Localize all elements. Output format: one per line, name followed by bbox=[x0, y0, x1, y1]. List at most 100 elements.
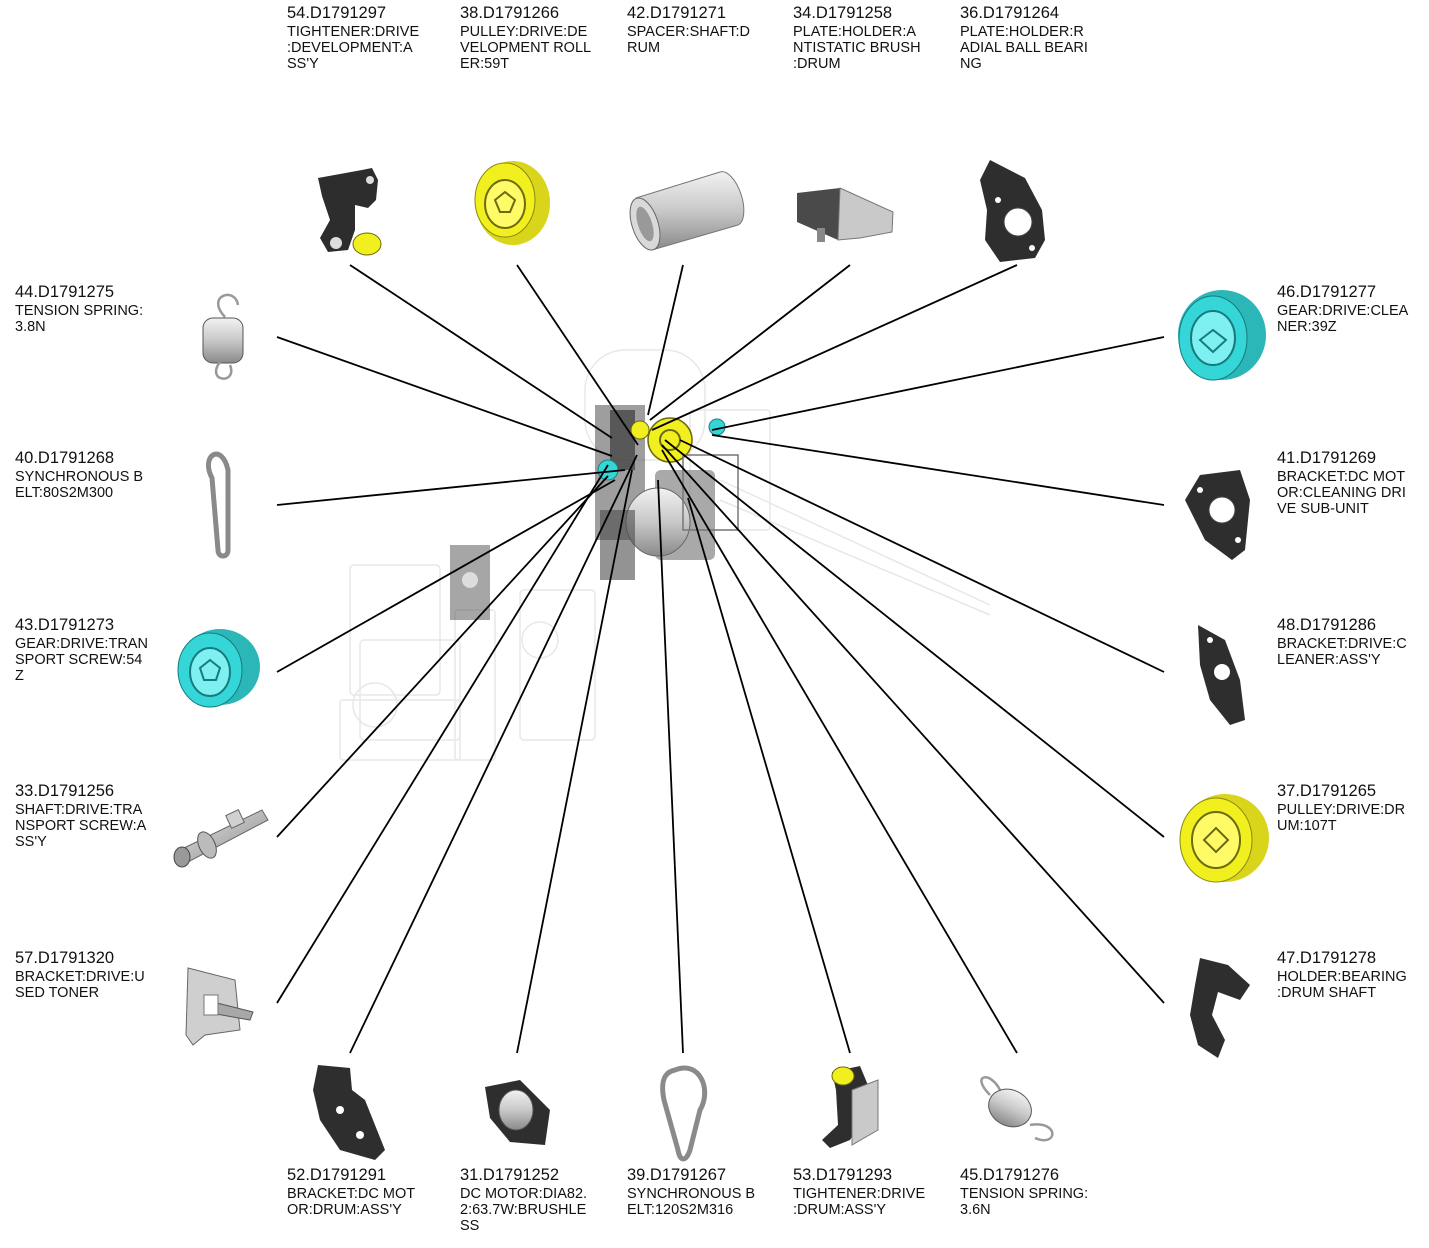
part-description: HOLDER:BEARING :DRUM SHAFT bbox=[1277, 968, 1407, 1001]
part-number: 40.D1791268 bbox=[15, 450, 115, 467]
part-number: 46.D1791277 bbox=[1277, 284, 1377, 301]
leader-line-p52 bbox=[349, 454, 638, 1054]
leader-line-p34 bbox=[649, 264, 851, 421]
part-description: SHAFT:DRIVE:TRA NSPORT SCREW:A SS'Y bbox=[15, 801, 147, 850]
part-number: 52.D1791291 bbox=[287, 1167, 387, 1184]
part-number: 53.D1791293 bbox=[793, 1167, 893, 1184]
part-41-bracket-icon bbox=[1185, 470, 1250, 560]
part-number: 38.D1791266 bbox=[460, 5, 560, 22]
part-53-tightener-icon bbox=[822, 1066, 879, 1148]
part-number: 45.D1791276 bbox=[960, 1167, 1060, 1184]
part-34-plate-icon bbox=[797, 187, 894, 242]
part-description: GEAR:DRIVE:TRAN SPORT SCREW:54 Z bbox=[15, 635, 148, 684]
part-36-plate-icon bbox=[980, 160, 1045, 262]
leader-line-p54 bbox=[349, 264, 613, 439]
part-43-gear-icon bbox=[177, 629, 260, 708]
part-description: SYNCHRONOUS B ELT:80S2M300 bbox=[15, 468, 144, 501]
leader-line-p43 bbox=[276, 479, 616, 673]
part-42-spacer-icon bbox=[629, 171, 745, 251]
part-description: PLATE:HOLDER:R ADIAL BALL BEARI NG bbox=[960, 23, 1088, 72]
part-number: 31.D1791252 bbox=[460, 1167, 560, 1184]
part-number: 54.D1791297 bbox=[287, 5, 387, 22]
leader-line-p33 bbox=[276, 475, 609, 838]
part-description: PULLEY:DRIVE:DR UM:107T bbox=[1277, 801, 1406, 834]
leader-line-p42 bbox=[647, 264, 684, 416]
part-46-gear-icon bbox=[1178, 290, 1266, 381]
part-45-spring-icon bbox=[980, 1076, 1054, 1142]
part-number: 36.D1791264 bbox=[960, 5, 1060, 22]
part-number: 37.D1791265 bbox=[1277, 783, 1377, 800]
part-description: DC MOTOR:DIA82. 2:63.7W:BRUSHLE SS bbox=[460, 1185, 588, 1234]
part-description: BRACKET:DRIVE:C LEANER:ASS'Y bbox=[1277, 635, 1407, 668]
part-description: SYNCHRONOUS B ELT:120S2M316 bbox=[627, 1185, 756, 1218]
leader-line-p57 bbox=[276, 464, 609, 1004]
leader-lines bbox=[276, 264, 1165, 1054]
part-description: BRACKET:DRIVE:U SED TONER bbox=[15, 968, 145, 1001]
part-47-holder-icon bbox=[1190, 958, 1250, 1058]
part-description: GEAR:DRIVE:CLEA NER:39Z bbox=[1277, 302, 1409, 335]
part-number: 33.D1791256 bbox=[15, 783, 115, 800]
leader-line-p36 bbox=[651, 264, 1018, 431]
part-number: 41.D1791269 bbox=[1277, 450, 1377, 467]
part-description: PULLEY:DRIVE:DE VELOPMENT ROLL ER:59T bbox=[460, 23, 592, 72]
central-drive-assembly bbox=[450, 405, 739, 620]
leader-line-p39 bbox=[657, 479, 684, 1054]
leader-line-p46 bbox=[711, 336, 1165, 431]
part-number: 44.D1791275 bbox=[15, 284, 115, 301]
part-description: TENSION SPRING: 3.8N bbox=[15, 302, 144, 335]
part-54-tightener-icon bbox=[318, 168, 382, 256]
part-number: 47.D1791278 bbox=[1277, 950, 1377, 967]
leader-line-p41 bbox=[711, 434, 1165, 506]
leader-line-p44 bbox=[276, 336, 613, 457]
part-48-bracket-icon bbox=[1198, 625, 1245, 725]
part-description: TIGHTENER:DRIVE :DRUM:ASS'Y bbox=[793, 1185, 926, 1218]
leader-line-p48 bbox=[679, 439, 1165, 673]
part-description: TENSION SPRING: 3.6N bbox=[960, 1185, 1089, 1218]
part-number: 57.D1791320 bbox=[15, 950, 115, 967]
part-description: TIGHTENER:DRIVE :DEVELOPMENT:A SS'Y bbox=[287, 23, 420, 72]
part-39-belt-icon bbox=[660, 1065, 708, 1162]
part-description: BRACKET:DC MOT OR:DRUM:ASS'Y bbox=[287, 1185, 416, 1218]
part-40-belt-icon bbox=[206, 451, 231, 559]
leader-line-p40 bbox=[276, 469, 626, 506]
leader-line-p47 bbox=[661, 444, 1165, 1004]
part-44-spring-icon bbox=[202, 293, 244, 380]
part-33-shaft-icon bbox=[173, 809, 269, 868]
part-description: SPACER:SHAFT:D RUM bbox=[627, 23, 751, 56]
leader-line-p31 bbox=[516, 469, 633, 1054]
part-description: BRACKET:DC MOT OR:CLEANING DRI VE SUB-UN… bbox=[1277, 468, 1406, 517]
leader-line-p53 bbox=[687, 497, 851, 1054]
part-38-pulley-icon bbox=[474, 161, 550, 245]
part-52-bracket-icon bbox=[313, 1065, 385, 1160]
part-37-pulley-icon bbox=[1179, 794, 1269, 883]
leader-line-p37 bbox=[664, 439, 1165, 838]
part-number: 39.D1791267 bbox=[627, 1167, 727, 1184]
part-number: 43.D1791273 bbox=[15, 617, 115, 634]
part-31-motor-icon bbox=[485, 1080, 550, 1145]
part-number: 48.D1791286 bbox=[1277, 617, 1377, 634]
leader-line-p38 bbox=[516, 264, 639, 446]
part-57-bracket-icon bbox=[185, 967, 254, 1046]
